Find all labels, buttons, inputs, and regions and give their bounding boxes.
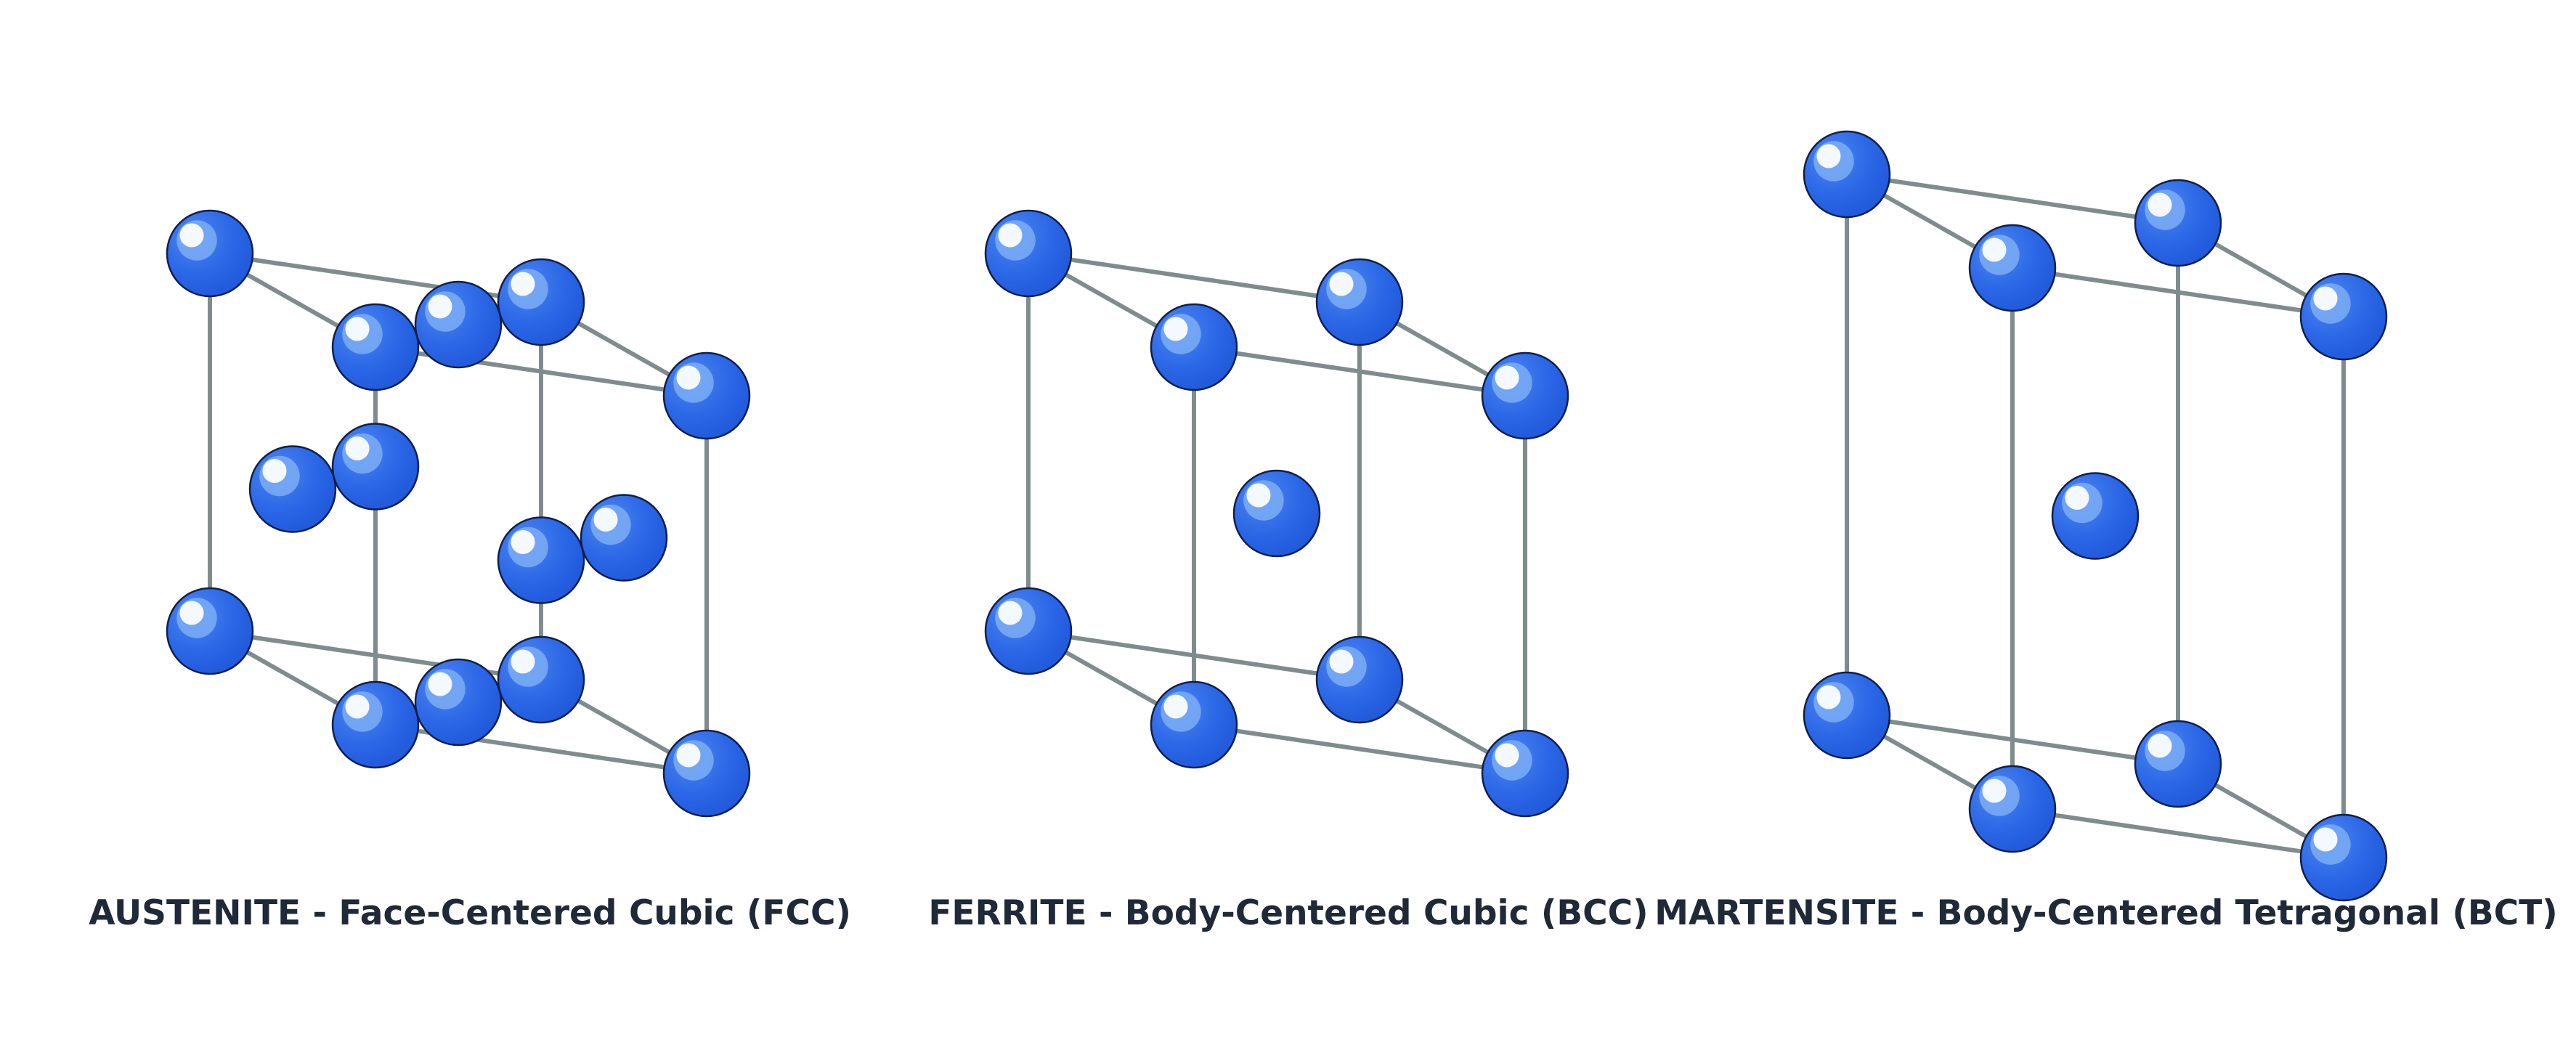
cell-edge <box>1845 713 2180 766</box>
corner-atom <box>1803 130 1891 219</box>
corner-atom <box>2134 179 2222 267</box>
corner-atom <box>497 258 585 346</box>
body-center-atom <box>1232 469 1321 558</box>
corner-atom <box>1803 671 1891 760</box>
corner-atom <box>1968 224 2057 312</box>
atoms <box>166 209 751 818</box>
corner-atom <box>1481 729 1569 818</box>
cell-edge <box>1845 172 2180 225</box>
cell-edge <box>373 723 709 776</box>
caption-martensite: MARTENSITE - Body-Centered Tetragonal (B… <box>1654 893 2558 933</box>
corner-atom <box>1968 765 2057 853</box>
cell-edge <box>1026 629 1362 682</box>
structure-martensite: MARTENSITE - Body-Centered Tetragonal (B… <box>1654 130 2558 933</box>
face-center-atom <box>331 423 420 511</box>
corner-atom <box>331 303 420 391</box>
face-center-atom <box>414 658 503 747</box>
corner-atom <box>984 209 1073 298</box>
corner-atom <box>2134 720 2222 808</box>
atoms <box>984 209 1569 818</box>
face-center-atom <box>414 280 503 369</box>
cell-edge <box>2010 807 2346 860</box>
corner-atom <box>2299 813 2388 902</box>
caption-ferrite: FERRITE - Body-Centered Cubic (BCC) <box>928 893 1648 933</box>
corner-atom <box>1315 258 1404 346</box>
corner-atom <box>497 635 585 724</box>
corner-atom <box>166 587 254 675</box>
corner-atom <box>1150 303 1238 391</box>
corner-atom <box>1150 680 1238 769</box>
corner-atom <box>662 729 751 818</box>
corner-atom <box>331 680 420 769</box>
caption-austenite: AUSTENITE - Face-Centered Cubic (FCC) <box>89 893 851 933</box>
cell-edge <box>1026 251 1362 304</box>
face-center-atom <box>497 516 585 604</box>
corner-atom <box>166 209 254 298</box>
cell-edge <box>208 251 543 304</box>
corner-atom <box>984 587 1073 675</box>
structure-ferrite: FERRITE - Body-Centered Cubic (BCC) <box>928 209 1649 933</box>
corner-atom <box>2299 272 2388 361</box>
atoms <box>1803 130 2388 902</box>
face-center-atom <box>580 494 668 582</box>
corner-atom <box>1481 351 1569 440</box>
corner-atom <box>1315 635 1404 724</box>
structure-austenite: AUSTENITE - Face-Centered Cubic (FCC) <box>89 209 851 933</box>
cell-edge <box>1192 723 1527 776</box>
corner-atom <box>662 351 751 440</box>
face-center-atom <box>248 445 337 533</box>
body-center-atom <box>2051 472 2140 560</box>
